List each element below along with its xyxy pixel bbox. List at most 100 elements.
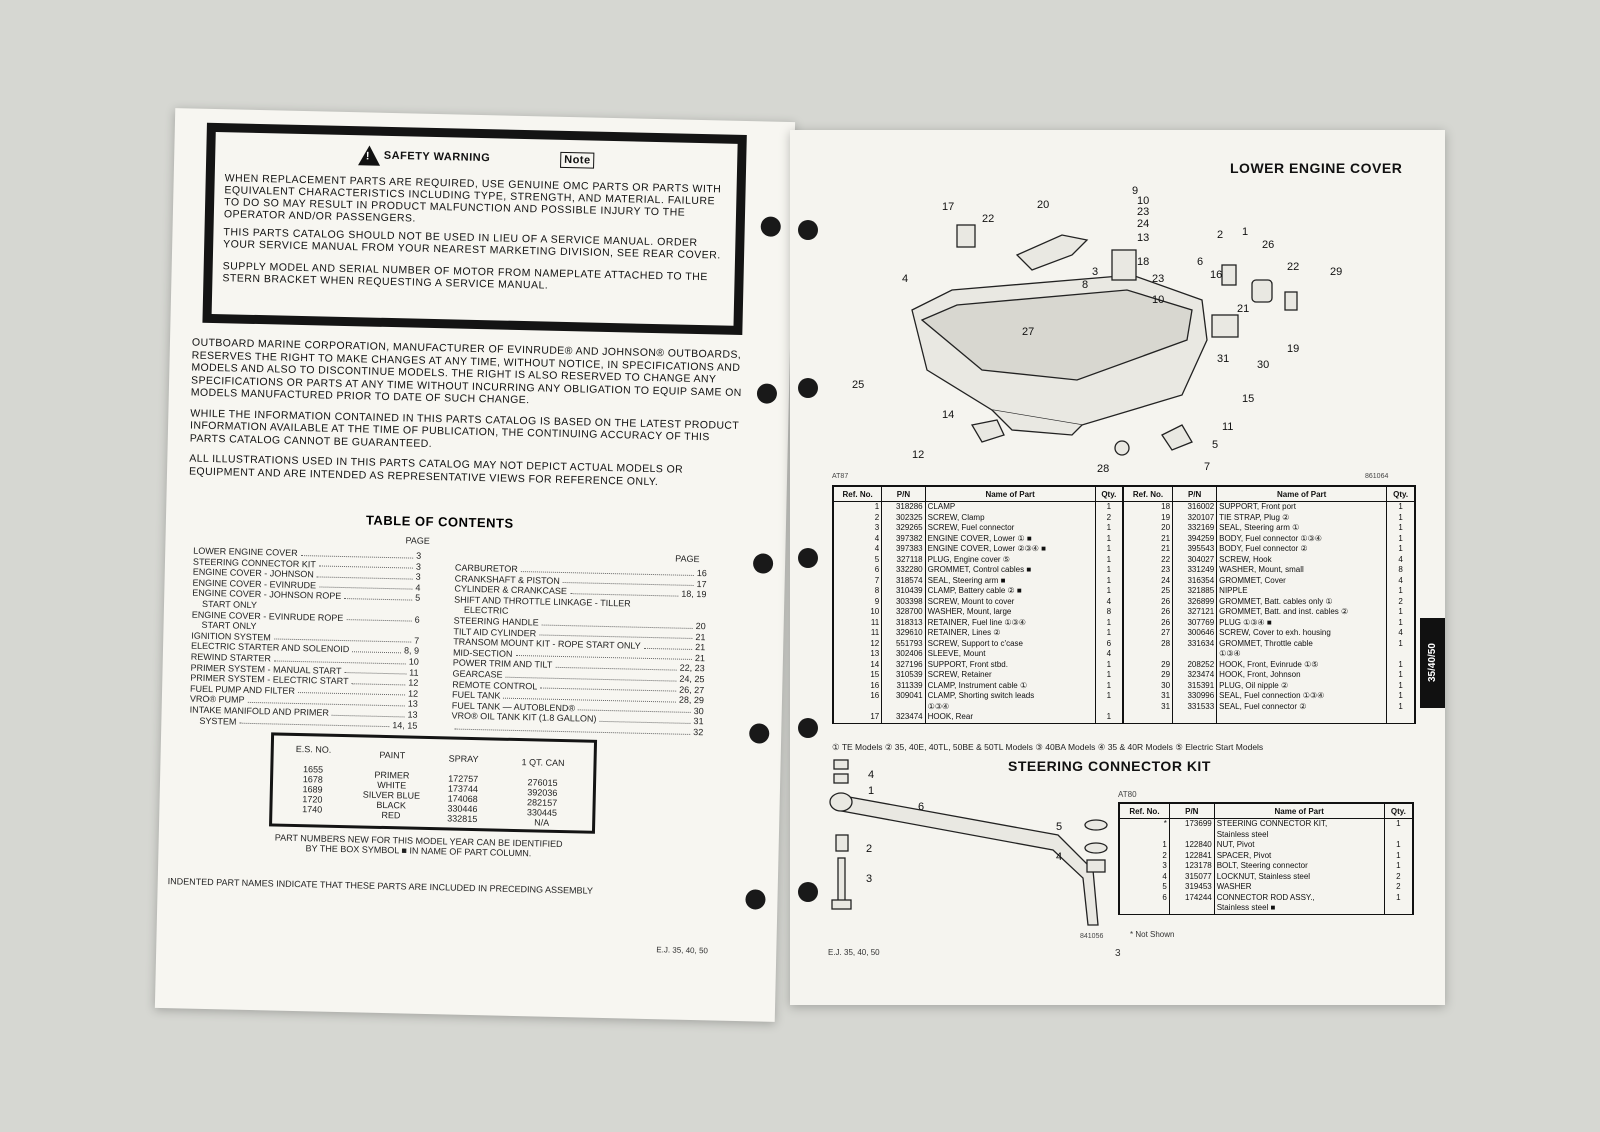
steering-arm-seal [1015,234,1089,271]
part-number: 397382 [881,533,926,544]
part-number: 315077 [1168,871,1215,882]
toc-entry-page: 10 [408,656,419,667]
callout-label: 28 [1097,463,1109,475]
locknut [1086,859,1106,873]
toc-title: TABLE OF CONTENTS [365,512,514,531]
diagram-code: AT87 [832,473,849,480]
part-name: SEAL, Steering arm ① [1216,523,1388,534]
quantity: 2 [1386,596,1415,607]
ref-no: 22 [1122,554,1174,565]
paint-col-header: E.S. NO. [295,743,332,755]
binder-hole [749,723,770,744]
ref-no: 26 [1122,617,1174,628]
quantity: 1 [1386,701,1415,712]
kit-callout-label: 2 [866,843,872,855]
part-number: 310439 [881,586,926,597]
quantity: 1 [1094,575,1124,586]
ref-no: 17 [832,712,883,723]
warning-paragraph: THIS PARTS CATALOG SHOULD NOT BE USED IN… [223,226,721,262]
part-name: GROMMET, Batt. and inst. cables ② [1216,607,1388,618]
kit-callout-label: 6 [918,801,924,813]
quantity: 1 [1386,680,1415,691]
ref-no: 29 [1122,670,1174,681]
ref-no: 21 [1122,544,1174,555]
toc-entry-page: 16 [696,568,707,579]
part-name: Stainless steel [1213,829,1385,840]
paint-cell: 173744 [447,783,479,795]
toc-entry-page: 13 [407,698,418,710]
toc-dots [318,559,414,569]
part-name: RETAINER, Lines ② [924,628,1096,639]
toc-entry-page: 11 [409,667,419,678]
not-shown-note: * Not Shown [1130,930,1175,939]
toc-entry-page: 21 [695,642,706,653]
callout-label: 4 [902,273,908,285]
callout-label: 21 [1237,303,1249,315]
part-name: BODY, Fuel connector ② [1216,544,1388,555]
kit-callout-label: 5 [1056,821,1062,833]
part-name: SCREW, Cover to exh. housing [1216,628,1388,639]
quantity: 4 [1094,649,1124,660]
ref-no: 29 [1122,659,1174,670]
throttle-cable-grommet [1161,424,1193,451]
ref-no [832,701,883,712]
kit-callout-label: 4 [868,769,874,781]
toc-entry-page: 3 [415,561,422,572]
kit-callout-label: 4 [1056,851,1062,863]
part-name: WASHER, Mount, large [924,607,1096,618]
quantity: 1 [1383,861,1414,872]
toc-dots [351,676,406,686]
ref-no: 6 [1119,892,1170,903]
quantity: 4 [1386,554,1415,565]
quantity [1094,701,1124,712]
grommet [1251,279,1273,303]
paint-cell: 330445 [526,807,558,818]
model-legend: ① TE Models ② 35, 40E, 40TL, 50BE & 50TL… [832,742,1264,752]
paint-cell: 330446 [447,803,478,815]
toc-dots [352,644,402,654]
part-number: 330996 [1172,691,1218,702]
part-number: 331634 [1172,638,1218,649]
column-header: Ref. No. [1122,486,1174,502]
lower-engine-cover-title: LOWER ENGINE COVER [1230,160,1403,176]
toc-entry-page: 20 [695,620,706,632]
warning-paragraph: SUPPLY MODEL AND SERIAL NUMBER OF MOTOR … [222,260,708,292]
front-hook [1284,291,1298,311]
part-number: 395543 [1172,544,1218,555]
part-name: SCREW, Clamp [924,512,1096,523]
steering-bolt [837,857,846,904]
clamp [1221,264,1237,286]
ref-no: 21 [1122,533,1174,544]
table-row: Stainless steel [1119,829,1414,840]
toc-entry-page: 14, 15 [392,719,418,731]
callout-label: 29 [1330,266,1342,278]
part-number: 307769 [1172,617,1218,628]
quantity: 1 [1094,659,1124,670]
connector-rod [835,794,1099,926]
toc-entry-page: 22, 23 [679,663,705,674]
page-number: 3 [1115,948,1121,959]
column-header: Name of Part [1213,803,1385,819]
kit-callout-label: 3 [866,873,872,885]
callout-label: 3 [1092,266,1098,278]
engine-cover-inner [920,289,1193,381]
quantity: 1 [1386,607,1415,618]
ref-no: 1 [1119,840,1170,851]
kit-diagram-number: 841056 [1080,933,1104,940]
ref-no: 24 [1122,575,1174,586]
engine-cover-skirt [991,409,1083,436]
callout-label: 23 [1137,206,1149,218]
part-name [1216,712,1388,723]
quantity: 1 [1386,670,1415,681]
part-name: HOOK, Front, Evinrude ①⑤ [1216,659,1388,670]
